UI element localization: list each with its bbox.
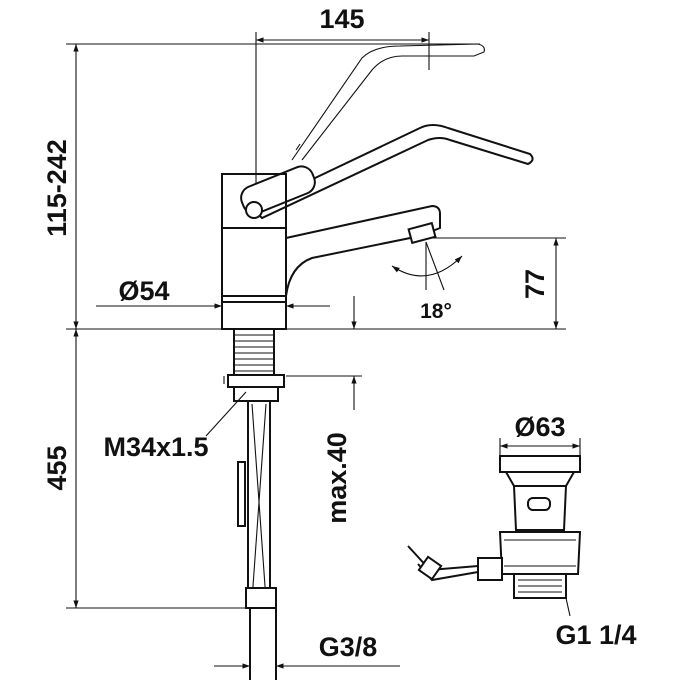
mounting-shank bbox=[223, 328, 285, 680]
lever-pivot bbox=[245, 201, 263, 219]
waste-rod bbox=[407, 545, 479, 572]
dimension-waste-diameter bbox=[499, 438, 581, 456]
flex-hose bbox=[247, 401, 271, 600]
waste-cap bbox=[499, 455, 581, 473]
mounting-washer bbox=[233, 386, 279, 402]
shank-thread bbox=[234, 334, 274, 372]
copper-pipe bbox=[237, 461, 246, 527]
aerator bbox=[407, 221, 437, 245]
label-thread: M34x1.5 bbox=[103, 432, 208, 462]
waste-nut bbox=[498, 531, 582, 575]
body-base bbox=[221, 295, 287, 330]
dimension-spout-height bbox=[286, 237, 566, 330]
body-middle bbox=[221, 227, 287, 297]
label-swivel-angle: 18° bbox=[420, 300, 452, 323]
hose-nut bbox=[245, 587, 277, 609]
label-height-range: 115-242 bbox=[42, 139, 72, 237]
waste-thread-leader bbox=[565, 597, 571, 617]
dimension-hose-length bbox=[66, 329, 250, 609]
label-spout-height: 77 bbox=[520, 269, 550, 299]
lever-raised-outline bbox=[291, 43, 485, 161]
label-waste-diameter: Ø63 bbox=[514, 412, 565, 442]
waste-slot bbox=[527, 497, 551, 511]
swivel-arc bbox=[391, 255, 463, 277]
label-width-top: 145 bbox=[319, 4, 364, 34]
label-connection: G3/8 bbox=[319, 632, 378, 662]
waste-valve bbox=[407, 455, 582, 599]
dimension-max-thickness bbox=[286, 296, 362, 410]
label-hose-length: 455 bbox=[42, 445, 72, 490]
lever-grip bbox=[240, 165, 316, 215]
label-diameter-base: Ø54 bbox=[118, 276, 169, 306]
waste-rod-connector bbox=[477, 557, 503, 581]
dimension-height-range bbox=[66, 43, 480, 330]
dimension-width-top bbox=[255, 32, 430, 200]
label-max-thickness: max.40 bbox=[322, 432, 352, 524]
thread-leader bbox=[205, 391, 247, 437]
mounting-nut bbox=[227, 374, 285, 388]
spout bbox=[285, 204, 441, 297]
lever-handle bbox=[250, 124, 534, 220]
label-waste-thread: G1 1/4 bbox=[555, 620, 636, 650]
faucet-body bbox=[221, 43, 534, 330]
